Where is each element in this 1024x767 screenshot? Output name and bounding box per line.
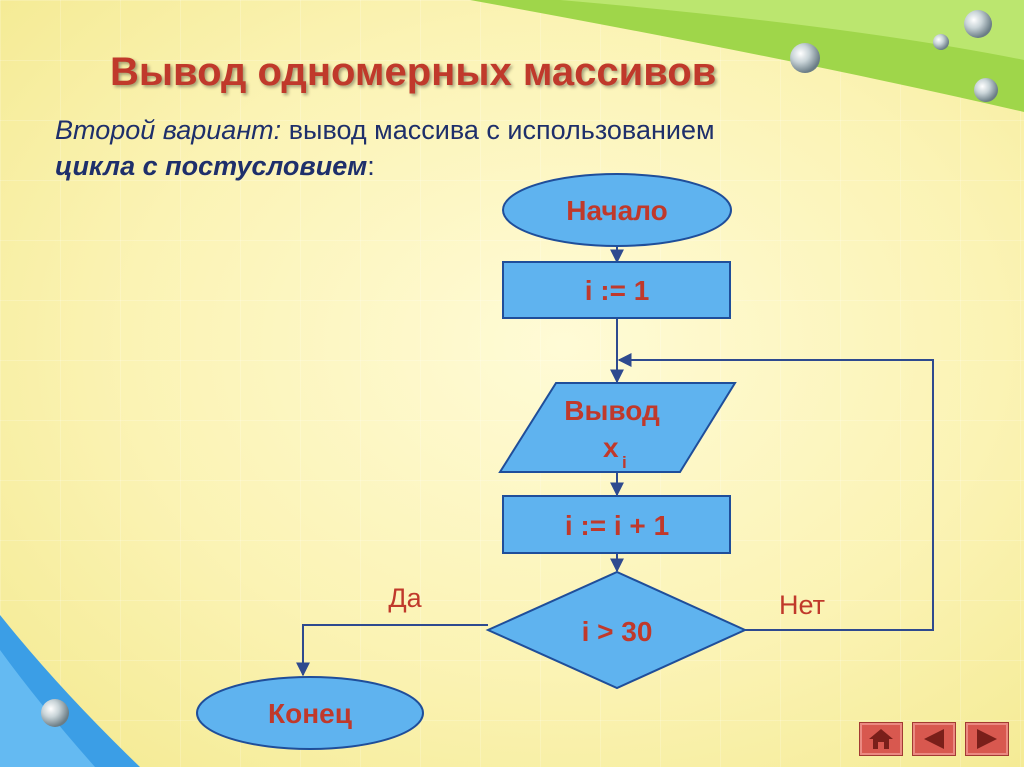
output-variable: x (603, 432, 619, 463)
connectors (296, 246, 934, 677)
arrow-yes-to-end (296, 624, 488, 677)
output-word: Вывод (564, 395, 660, 426)
water-drop-icon (41, 699, 69, 727)
init-rect (502, 261, 731, 319)
start-oval (502, 173, 732, 247)
water-drop-icon (933, 34, 949, 50)
condition-label: i > 30 (582, 616, 653, 647)
condition-block: i > 30 (485, 570, 748, 690)
page-title: Вывод одномерных массивов (110, 50, 717, 94)
init-block: i := 1 (502, 261, 731, 319)
subtitle-lead: Второй вариант: (55, 115, 282, 145)
output-parallelogram (498, 382, 737, 473)
increment-rect (502, 495, 731, 554)
water-drop-icon (790, 43, 820, 73)
init-label: i := 1 (585, 275, 650, 306)
arrow-left-icon (924, 729, 944, 749)
end-block: Конец (196, 676, 424, 750)
yes-label: Да (388, 583, 422, 613)
home-button[interactable] (859, 722, 903, 756)
subtitle-end: : (367, 151, 375, 181)
start-label: Начало (566, 195, 667, 226)
condition-diamond (485, 570, 748, 690)
home-icon (869, 729, 893, 749)
prev-slide-button[interactable] (912, 722, 956, 756)
subtitle-bold: цикла с постусловием (55, 151, 368, 181)
subtitle-rest: вывод массива с использованием (281, 115, 715, 145)
increment-block: i := i + 1 (502, 495, 731, 554)
increment-label: i := i + 1 (565, 510, 669, 541)
no-label: Нет (779, 590, 825, 620)
arrow-no-loop-back (617, 353, 934, 631)
arrow-right-icon (977, 729, 997, 749)
end-label: Конец (268, 698, 352, 729)
output-block: Вывод x i (498, 382, 737, 473)
end-oval (196, 676, 424, 750)
blue-swoosh-highlight (0, 650, 95, 767)
output-subscript: i (622, 453, 627, 472)
start-block: Начало (502, 173, 732, 247)
subtitle: Второй вариант: вывод массива с использо… (55, 112, 935, 184)
water-drop-icon (974, 78, 998, 102)
next-slide-button[interactable] (965, 722, 1009, 756)
green-swoosh-highlight (560, 0, 1024, 60)
water-drop-icon (964, 10, 992, 38)
